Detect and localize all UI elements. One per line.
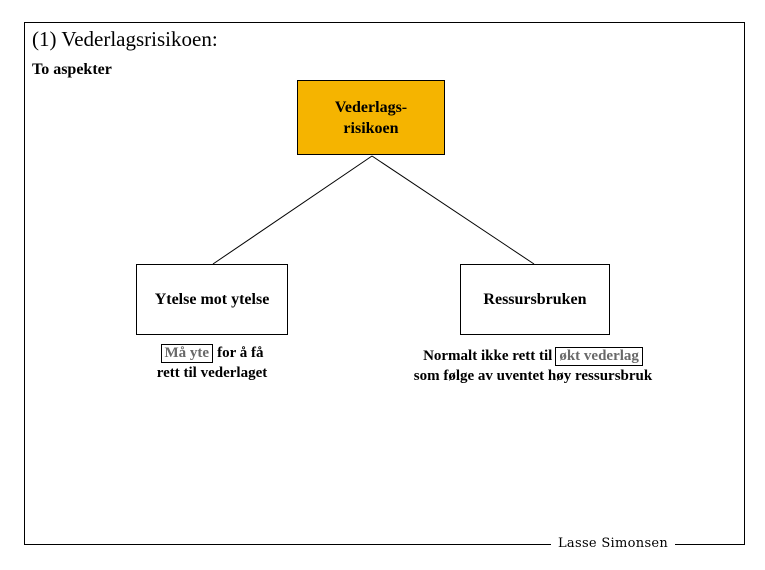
caption-left-after: for å få (217, 345, 264, 361)
caption-left-highlight: Må yte (160, 344, 214, 363)
node-root-vederlagsrisikoen[interactable]: Vederlags- risikoen (297, 80, 445, 155)
caption-left-line2: rett til vederlaget (156, 365, 268, 381)
node-root-label-line2: risikoen (343, 119, 399, 137)
caption-right-line2: som følge av uventet høy ressursbruk (413, 368, 653, 384)
node-root-label-line1: Vederlags- (334, 98, 408, 116)
slide-frame-border (24, 22, 745, 545)
page-subtitle: To aspekter (32, 61, 112, 78)
node-ressursbruken[interactable]: Ressursbruken (460, 264, 610, 335)
footer-author: Lasse Simonsen (551, 536, 676, 552)
caption-right-highlight: økt vederlag (555, 347, 643, 366)
page-title: (1) Vederlagsrisikoen: (32, 27, 218, 51)
node-ytelse-mot-ytelse[interactable]: Ytelse mot ytelse (136, 264, 288, 335)
node-left-label: Ytelse mot ytelse (154, 290, 270, 308)
caption-right-before: Normalt ikke rett til (423, 348, 553, 364)
node-right-label: Ressursbruken (483, 290, 587, 308)
